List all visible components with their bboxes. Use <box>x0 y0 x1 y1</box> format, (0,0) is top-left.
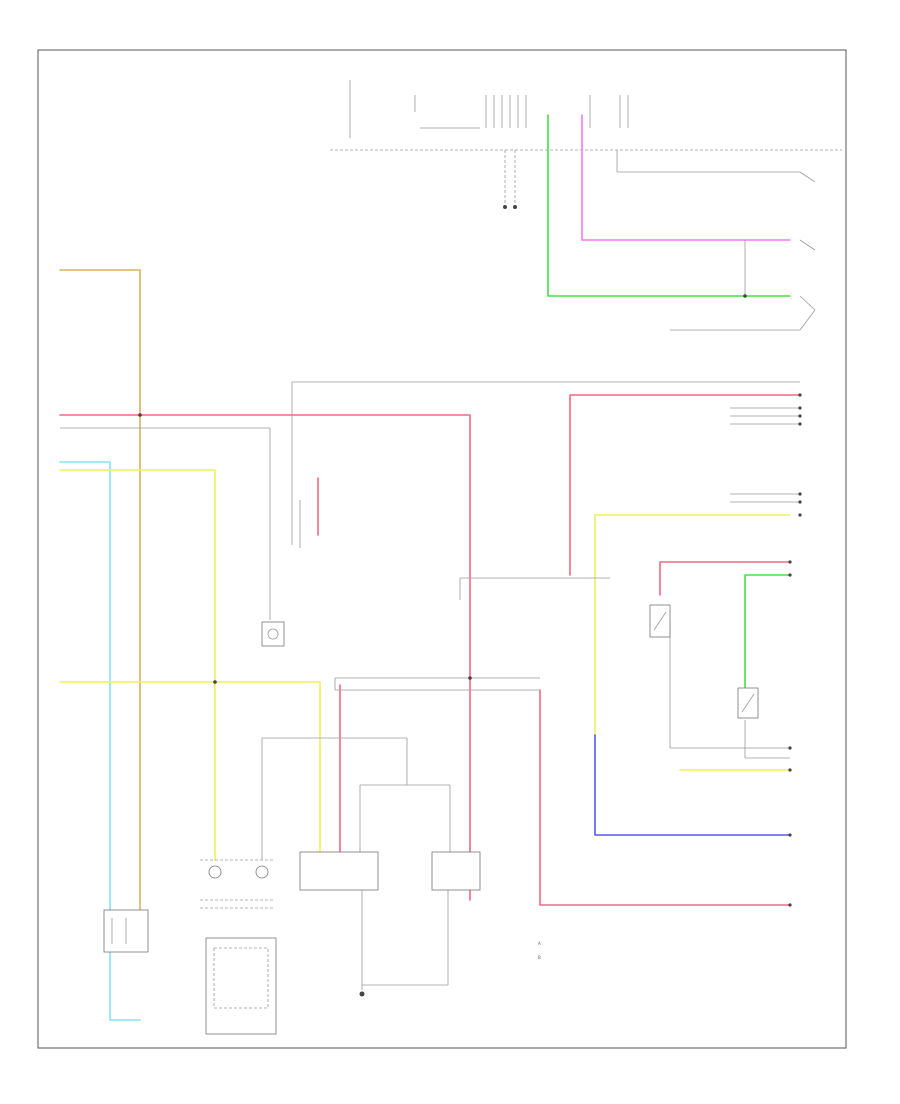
component-ground <box>359 991 365 997</box>
note-a: A <box>538 941 541 946</box>
legend-notes: A B <box>538 941 541 960</box>
wire-pink-main <box>59 414 471 901</box>
wire-pink-bottom <box>539 689 791 906</box>
wire-green-top <box>547 114 791 297</box>
wire-pink-right <box>569 394 801 576</box>
component-right-switch <box>737 687 759 719</box>
wire-pink-sensor <box>659 561 791 596</box>
component-right-sensor <box>649 604 671 638</box>
component-left-fuse-relay <box>103 909 149 953</box>
wire-green-right <box>744 574 791 691</box>
note-b: B <box>538 955 541 960</box>
wire-yellow-right <box>594 514 791 736</box>
wire-blue <box>594 734 791 836</box>
component-lower-module <box>205 937 277 1035</box>
wire-cyan <box>59 461 141 1021</box>
wire-magenta <box>581 114 791 241</box>
component-center-connector-b <box>431 851 481 891</box>
top-connector-bus <box>330 80 842 209</box>
component-center-connector-a <box>299 851 379 891</box>
splice-points <box>138 294 747 684</box>
component-lamp-sockets <box>208 865 269 879</box>
wire-yellow-upper <box>59 469 216 861</box>
right-terminal-pins <box>788 393 802 907</box>
wire-tan <box>59 269 141 951</box>
component-switches-top-right <box>799 171 816 331</box>
wire-yellow-lower <box>59 681 321 861</box>
diagram-border <box>37 49 847 1049</box>
component-pressure-switch <box>261 621 285 647</box>
gray-wiring <box>60 150 800 990</box>
